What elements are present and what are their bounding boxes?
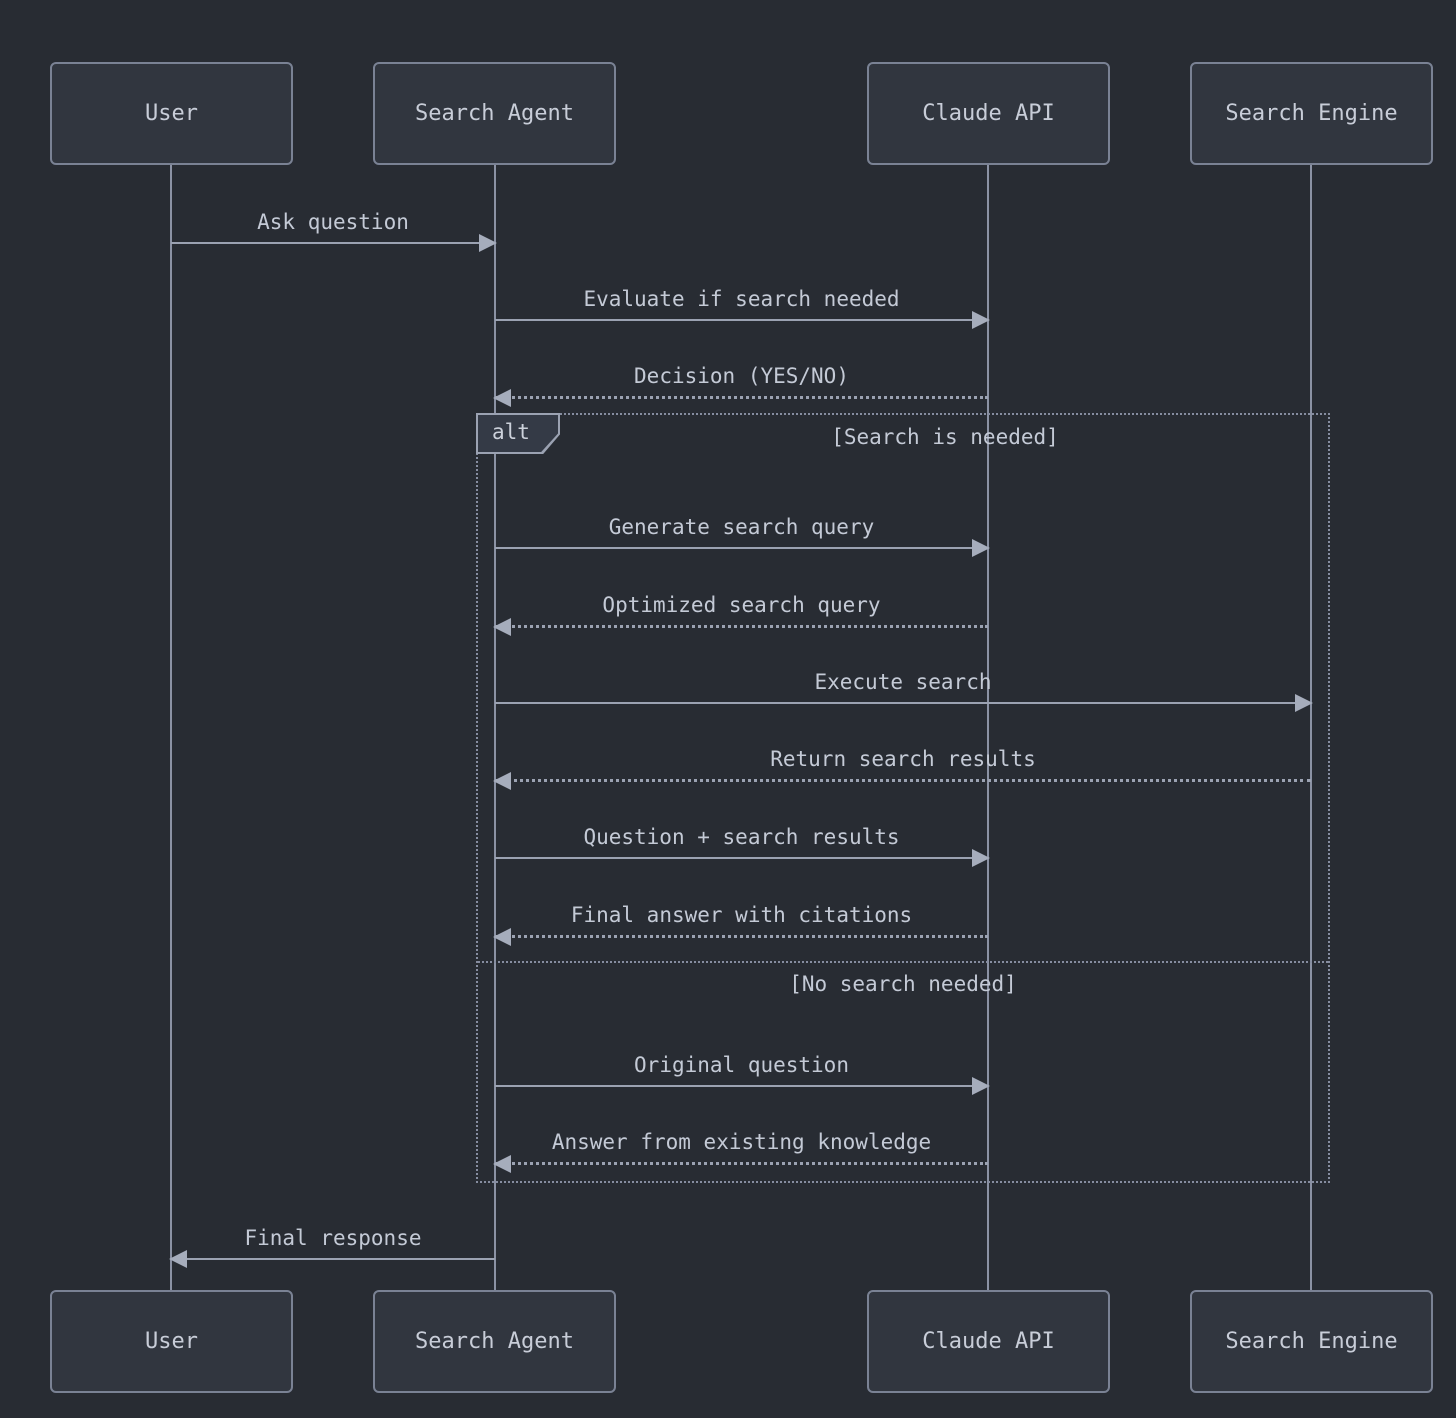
actor-box-user-top: User: [50, 62, 293, 165]
message-label: Execute search: [814, 670, 992, 694]
lifeline-user: [170, 165, 172, 1292]
arrow-solid-right: [495, 694, 1313, 712]
lifeline-search-engine: [1310, 165, 1312, 1292]
message-label: Final answer with citations: [570, 903, 913, 927]
alt-frame: alt [Search is needed] [No search needed…: [476, 413, 1330, 1183]
arrow-solid-right: [495, 311, 990, 329]
arrow-dashed-left: [493, 389, 988, 407]
alt-label: alt: [476, 413, 560, 454]
alt-label-text: alt: [478, 415, 558, 452]
arrow-dashed-left: [493, 928, 988, 946]
message-ask-question: Ask question: [171, 208, 497, 252]
actor-box-claude-api-bottom: Claude API: [867, 1290, 1110, 1393]
message-label: Question + search results: [583, 825, 900, 849]
arrowhead-icon: [479, 234, 497, 252]
message-label: Answer from existing knowledge: [551, 1130, 932, 1154]
arrowhead-icon: [493, 928, 511, 946]
arrow-dashed-left: [493, 1155, 988, 1173]
message-label: Generate search query: [608, 515, 875, 539]
message-original-question: Original question: [495, 1051, 990, 1095]
message-label: Optimized search query: [602, 593, 881, 617]
arrow-solid-left: [169, 1250, 495, 1268]
message-decision-yes-no: Decision (YES/NO): [493, 362, 988, 407]
actor-label: User: [145, 101, 198, 126]
actor-label: Claude API: [922, 101, 1055, 126]
message-question-plus-search-results: Question + search results: [495, 823, 990, 867]
arrow-solid-right: [495, 849, 990, 867]
arrow-solid-right: [495, 1077, 990, 1095]
message-final-response: Final response: [169, 1224, 495, 1268]
arrowhead-icon: [1295, 694, 1313, 712]
message-evaluate-if-search-needed: Evaluate if search needed: [495, 285, 990, 329]
message-generate-search-query: Generate search query: [495, 513, 990, 557]
arrowhead-icon: [972, 539, 990, 557]
alt-condition-no-search-needed: [No search needed]: [789, 972, 1017, 996]
arrowhead-icon: [493, 1155, 511, 1173]
message-label: Final response: [244, 1226, 422, 1250]
message-label: Decision (YES/NO): [634, 364, 849, 388]
message-answer-from-existing-knowledge: Answer from existing knowledge: [493, 1128, 988, 1173]
message-label: Return search results: [770, 747, 1036, 771]
actor-label: Search Agent: [415, 101, 574, 126]
actor-label: Search Engine: [1225, 1329, 1398, 1354]
message-execute-search: Execute search: [495, 668, 1313, 712]
arrow-solid-right: [171, 234, 497, 252]
lifeline-search-agent: [494, 165, 496, 1292]
actor-box-search-engine-bottom: Search Engine: [1190, 1290, 1433, 1393]
actor-label: Search Agent: [415, 1329, 574, 1354]
actor-box-search-engine-top: Search Engine: [1190, 62, 1433, 165]
message-label: Original question: [634, 1053, 849, 1077]
actor-box-search-agent-top: Search Agent: [373, 62, 616, 165]
arrow-dashed-left: [493, 618, 988, 636]
message-label: Ask question: [257, 210, 409, 234]
message-final-answer-with-citations: Final answer with citations: [493, 901, 988, 946]
message-label: Evaluate if search needed: [583, 287, 900, 311]
arrowhead-icon: [972, 1077, 990, 1095]
actor-label: User: [145, 1329, 198, 1354]
arrow-dashed-left: [493, 772, 1311, 790]
actor-box-search-agent-bottom: Search Agent: [373, 1290, 616, 1393]
actor-box-user-bottom: User: [50, 1290, 293, 1393]
actor-label: Claude API: [922, 1329, 1055, 1354]
message-optimized-search-query: Optimized search query: [493, 591, 988, 636]
actor-box-claude-api-top: Claude API: [867, 62, 1110, 165]
actor-label: Search Engine: [1225, 101, 1398, 126]
arrowhead-icon: [972, 849, 990, 867]
arrow-solid-right: [495, 539, 990, 557]
lifeline-claude-api: [987, 165, 989, 1292]
message-return-search-results: Return search results: [493, 745, 1311, 790]
alt-divider: [478, 961, 1328, 963]
alt-condition-search-needed: [Search is needed]: [831, 425, 1059, 449]
arrowhead-icon: [972, 311, 990, 329]
arrowhead-icon: [493, 618, 511, 636]
arrowhead-icon: [493, 389, 511, 407]
arrowhead-icon: [169, 1250, 187, 1268]
arrowhead-icon: [493, 772, 511, 790]
